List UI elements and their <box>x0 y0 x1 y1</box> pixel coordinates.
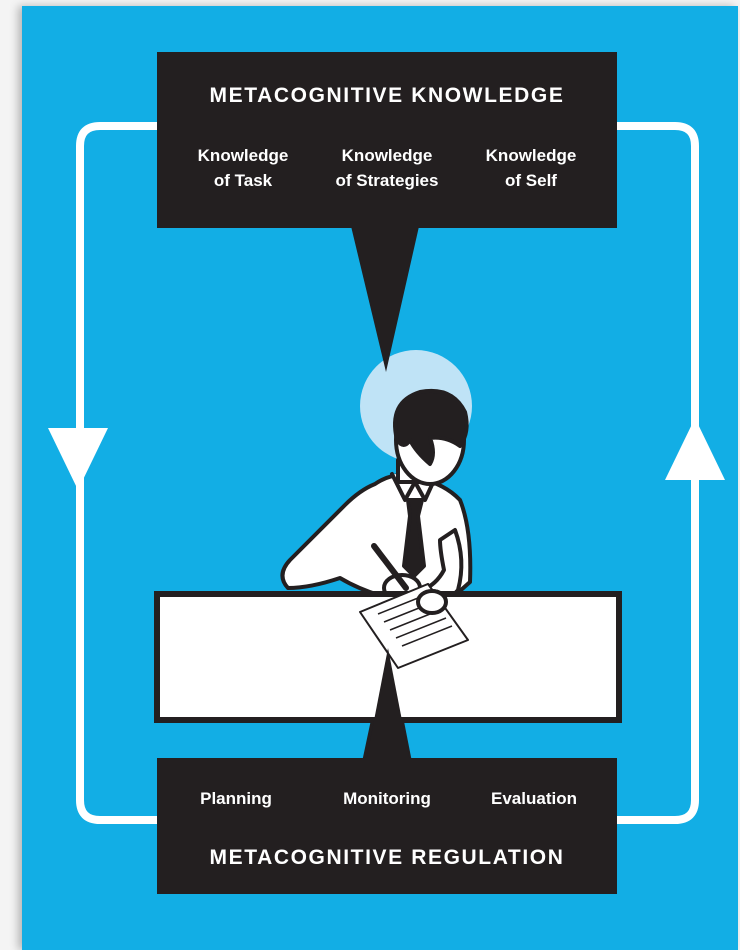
knowledge-title: METACOGNITIVE KNOWLEDGE <box>209 84 565 107</box>
knowledge-pointer <box>350 222 420 372</box>
left-cycle-line <box>76 122 160 824</box>
regulation-pointer-front <box>366 648 410 762</box>
cycle-arrow-up-icon <box>665 418 725 480</box>
metacognitive-knowledge-box: METACOGNITIVE KNOWLEDGE Knowledge of Tas… <box>157 52 617 228</box>
knowledge-of-self: Knowledge of Self <box>485 146 577 190</box>
monitoring-label: Monitoring <box>343 789 431 808</box>
tie <box>402 498 426 578</box>
cycle-arrow-down-icon <box>48 428 108 490</box>
regulation-title: METACOGNITIVE REGULATION <box>209 846 565 869</box>
knowledge-of-strategies: Knowledge of Strategies <box>335 146 439 190</box>
evaluation-label: Evaluation <box>491 789 577 808</box>
paper-on-desk <box>359 583 469 669</box>
knowledge-of-task: Knowledge of Task <box>197 146 289 190</box>
planning-label: Planning <box>200 789 272 808</box>
metacognitive-regulation-box: Planning Monitoring Evaluation METACOGNI… <box>157 758 617 894</box>
pen <box>371 543 409 591</box>
hair <box>393 389 469 466</box>
